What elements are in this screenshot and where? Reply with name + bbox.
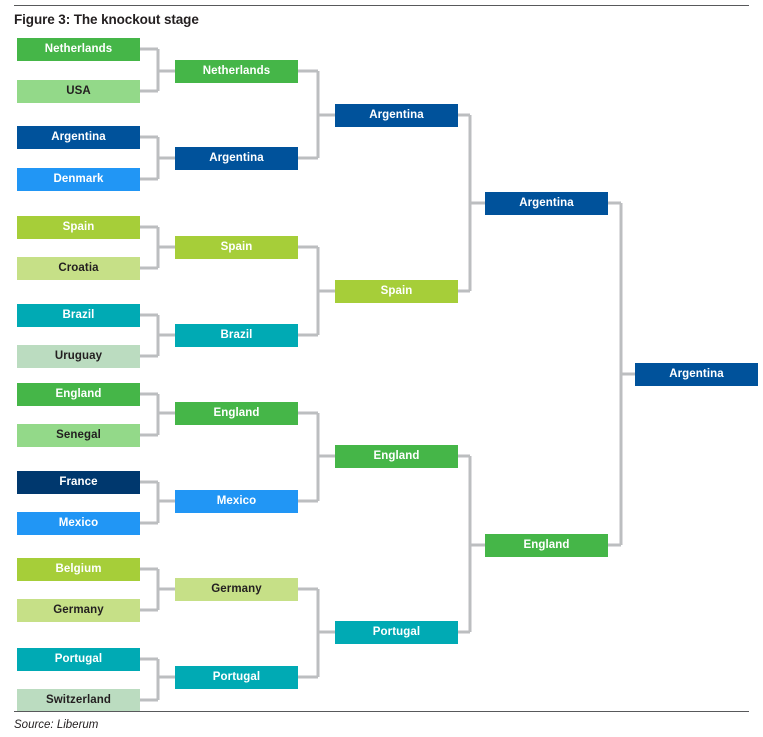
bracket-team-box-r0-0[interactable]: Netherlands [17, 38, 140, 61]
bracket-team-label: Mexico [216, 494, 257, 507]
bracket-team-label: Spain [220, 240, 253, 253]
bracket-team-label: Spain [380, 284, 413, 297]
bracket-team-label: Netherlands [44, 42, 113, 55]
bracket-team-label: Portugal [54, 652, 103, 665]
bracket-team-label: England [213, 406, 260, 419]
bracket-team-label: Spain [62, 220, 95, 233]
bracket-team-box-r0-7[interactable]: Uruguay [17, 345, 140, 368]
bracket-team-box-r0-11[interactable]: Mexico [17, 512, 140, 535]
bracket-team-label: England [523, 538, 570, 551]
bracket-team-box-r0-3[interactable]: Denmark [17, 168, 140, 191]
bracket-team-box-r2-0[interactable]: Argentina [335, 104, 458, 127]
bracket-team-box-r0-15[interactable]: Switzerland [17, 689, 140, 712]
bracket-team-box-r3-0[interactable]: Argentina [485, 192, 608, 215]
bracket-team-label: Portugal [212, 670, 261, 683]
bracket-team-label: England [55, 387, 102, 400]
bracket-team-box-r1-4[interactable]: England [175, 402, 298, 425]
bracket-team-box-r0-10[interactable]: France [17, 471, 140, 494]
bracket-team-label: Brazil [62, 308, 95, 321]
bracket-team-box-r1-0[interactable]: Netherlands [175, 60, 298, 83]
bracket-team-box-r0-1[interactable]: USA [17, 80, 140, 103]
bracket-team-label: France [59, 475, 98, 488]
bracket-team-label: Senegal [56, 428, 101, 441]
bracket-team-box-r0-9[interactable]: Senegal [17, 424, 140, 447]
bracket-team-label: Argentina [669, 367, 724, 380]
bracket-team-label: Argentina [369, 108, 424, 121]
bracket-team-label: Argentina [209, 151, 264, 164]
bracket-team-label: USA [66, 84, 91, 97]
bracket-team-box-r1-1[interactable]: Argentina [175, 147, 298, 170]
bracket-team-box-r0-13[interactable]: Germany [17, 599, 140, 622]
bracket-team-box-r0-14[interactable]: Portugal [17, 648, 140, 671]
top-divider-rule [14, 5, 749, 6]
bracket-team-label: Portugal [372, 625, 421, 638]
bracket-team-label: Argentina [51, 130, 106, 143]
bracket-team-box-r1-5[interactable]: Mexico [175, 490, 298, 513]
bracket-team-box-r0-6[interactable]: Brazil [17, 304, 140, 327]
bracket-team-box-r0-5[interactable]: Croatia [17, 257, 140, 280]
bracket-team-box-r4-0[interactable]: Argentina [635, 363, 758, 386]
bracket-team-box-r2-2[interactable]: England [335, 445, 458, 468]
bracket-team-label: Uruguay [54, 349, 103, 362]
bracket-team-box-r1-3[interactable]: Brazil [175, 324, 298, 347]
bracket-team-box-r1-2[interactable]: Spain [175, 236, 298, 259]
bracket-team-label: Netherlands [202, 64, 271, 77]
bracket-team-box-r3-1[interactable]: England [485, 534, 608, 557]
bracket-team-box-r0-8[interactable]: England [17, 383, 140, 406]
bracket-team-label: Switzerland [45, 693, 111, 706]
bracket-team-box-r2-1[interactable]: Spain [335, 280, 458, 303]
bottom-divider-rule [14, 711, 749, 712]
bracket-team-box-r0-4[interactable]: Spain [17, 216, 140, 239]
bracket-team-label: Croatia [58, 261, 99, 274]
bracket-team-label: Argentina [519, 196, 574, 209]
bracket-team-box-r0-2[interactable]: Argentina [17, 126, 140, 149]
bracket-team-label: Germany [211, 582, 262, 595]
bracket-team-label: Germany [53, 603, 104, 616]
bracket-team-label: Belgium [55, 562, 102, 575]
bracket-team-box-r0-12[interactable]: Belgium [17, 558, 140, 581]
bracket-team-label: England [373, 449, 420, 462]
bracket-team-label: Brazil [220, 328, 253, 341]
source-note: Source: Liberum [14, 719, 99, 731]
bracket-team-box-r1-7[interactable]: Portugal [175, 666, 298, 689]
bracket-team-label: Mexico [58, 516, 99, 529]
bracket-team-box-r2-3[interactable]: Portugal [335, 621, 458, 644]
page-title: Figure 3: The knockout stage [14, 12, 199, 27]
bracket-team-box-r1-6[interactable]: Germany [175, 578, 298, 601]
bracket-team-label: Denmark [53, 172, 104, 185]
